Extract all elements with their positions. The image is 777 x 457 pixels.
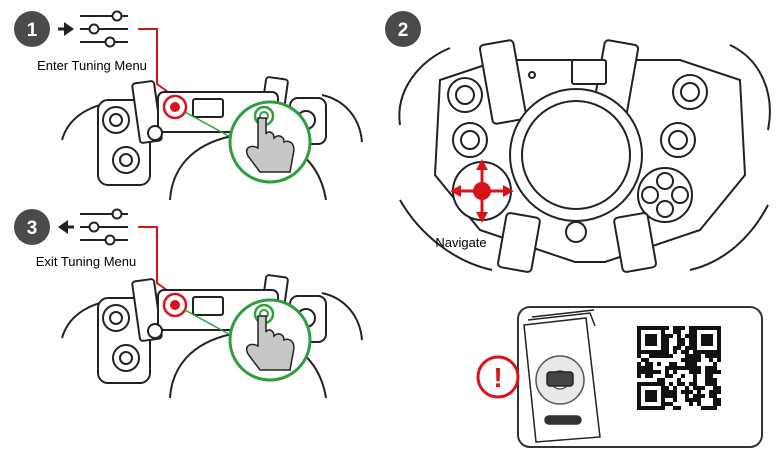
step-2: 2 [385,11,771,273]
step-2-badge [385,11,421,47]
press-finger-icon-3 [228,298,312,382]
step-1-number: 1 [27,20,38,41]
dpad-cross-arrows-icon [450,159,514,223]
tuning-button-1 [170,102,180,112]
touch-zoom-line-3 [184,309,237,339]
tuning-sliders-icon [80,208,128,246]
right-arrow-icon [58,22,74,36]
wheel-front-view [398,39,771,273]
step-2-number: 2 [398,20,409,41]
left-arrow-icon [58,220,74,234]
step-3-caption: Exit Tuning Menu [36,254,136,269]
step-1-badge [14,11,50,47]
step-2-caption: Navigate [435,235,486,250]
step-1: 1 [14,10,363,201]
step-1-callout-line [138,28,176,98]
step-3: 3 [14,208,363,399]
tuning-sliders-icon [80,10,128,48]
step-1-caption: Enter Tuning Menu [37,58,147,73]
wheel-top-view-1 [61,76,363,201]
step-3-number: 3 [27,218,38,239]
step-3-badge [14,209,50,245]
manual-booklet-icon [523,309,601,443]
warning-mark: ! [493,362,502,393]
tuning-button-3 [170,300,180,310]
notice-box: ! [476,306,763,448]
press-finger-icon-1 [228,100,312,184]
warning-icon [476,355,520,399]
wheel-top-view-3 [61,274,363,399]
touch-zoom-line-1 [184,111,237,141]
qr-code-icon [637,326,721,410]
